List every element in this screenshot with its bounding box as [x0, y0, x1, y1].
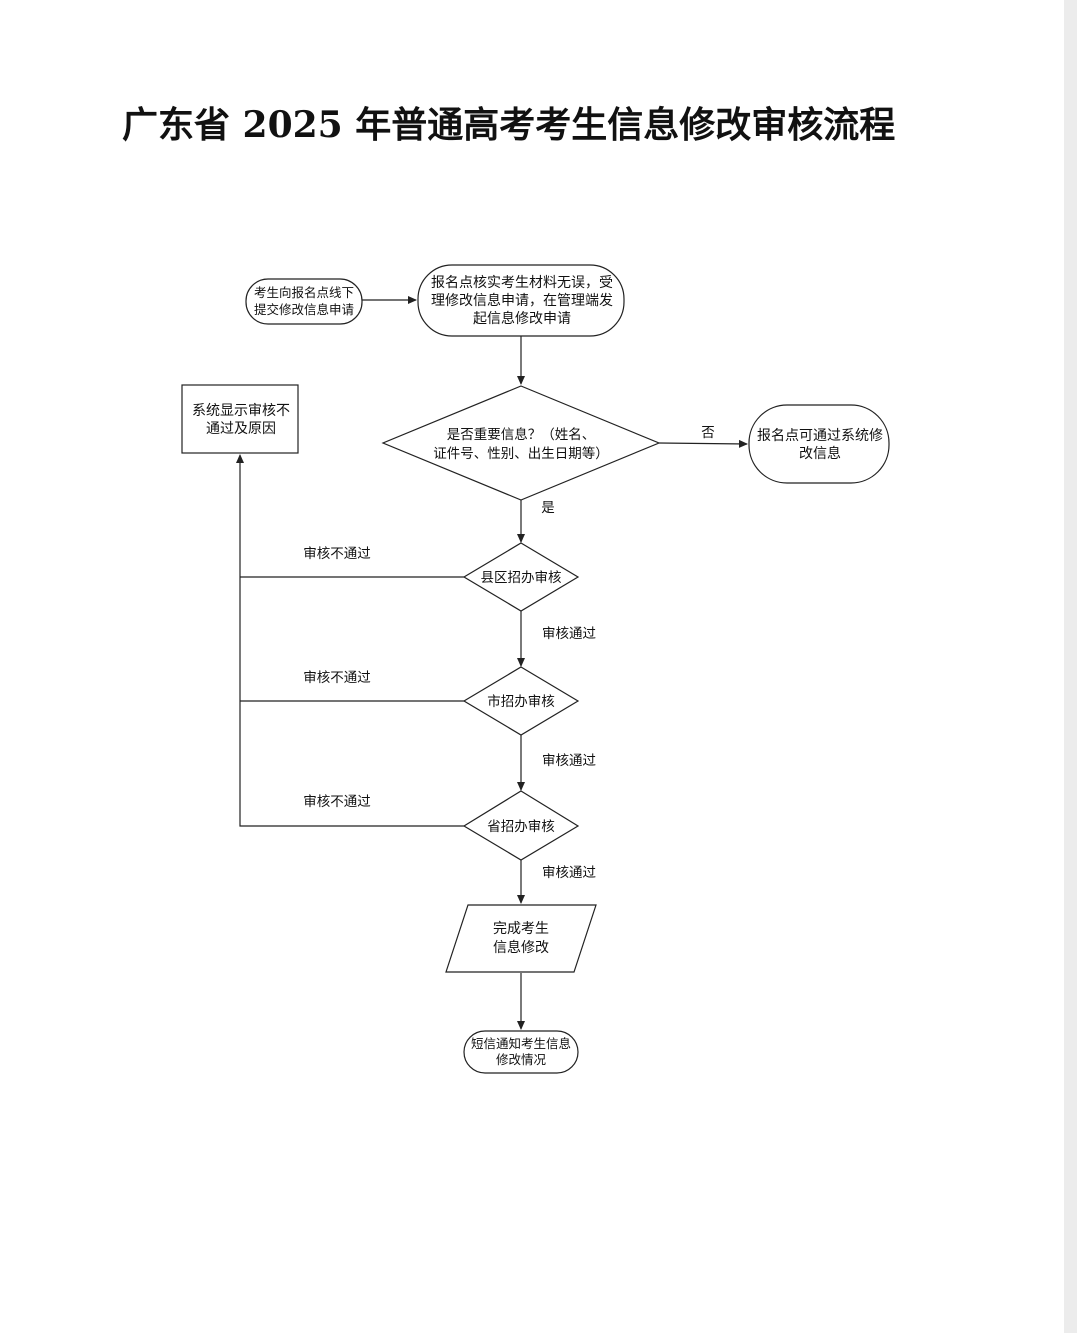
- edge-decision-selfmodify: [658, 439, 748, 448]
- node-self-modify-line1: 报名点可通过系统修: [757, 428, 883, 444]
- node-reject: 系统显示审核不 通过及原因: [181, 384, 299, 454]
- node-county-label: 县区招办审核: [481, 570, 562, 586]
- node-verify-line2: 理修改信息申请，在管理端发: [431, 292, 613, 309]
- label-pass-city: 审核通过: [542, 753, 596, 769]
- node-sms-line1: 短信通知考生信息: [471, 1036, 571, 1051]
- node-decision-line1: 是否重要信息？（姓名、: [447, 426, 596, 443]
- node-province-label: 省招办审核: [487, 819, 555, 835]
- node-submit: 考生向报名点线下 提交修改信息申请: [245, 278, 363, 325]
- edge-labels: 否 是 审核不通过 审核不通过 审核不通过 审核通过 审核通过 审核通过: [303, 425, 715, 881]
- edge-province-fail: [236, 454, 464, 827]
- page-edge: [1064, 0, 1077, 1333]
- label-fail-province: 审核不通过: [303, 794, 371, 810]
- node-city-label: 市招办审核: [487, 693, 555, 710]
- node-city: 市招办审核: [462, 666, 580, 736]
- node-sms: 短信通知考生信息 修改情况: [463, 1030, 579, 1074]
- label-fail-city: 审核不通过: [303, 670, 371, 686]
- label-no: 否: [701, 425, 715, 441]
- connectors: [236, 296, 748, 1030]
- node-complete-line2: 信息修改: [493, 939, 549, 956]
- node-verify-line3: 起信息修改申请: [473, 310, 571, 327]
- node-sms-line2: 修改情况: [496, 1052, 547, 1067]
- node-province: 省招办审核: [462, 790, 580, 861]
- node-decision: 是否重要信息？（姓名、 证件号、性别、出生日期等）: [381, 385, 661, 501]
- node-reject-line2: 通过及原因: [206, 421, 276, 437]
- label-pass-province: 审核通过: [542, 865, 596, 881]
- node-reject-line1: 系统显示审核不: [192, 403, 290, 419]
- node-verify-line1: 报名点核实考生材料无误，受: [431, 275, 613, 291]
- node-submit-line1: 考生向报名点线下: [254, 285, 354, 300]
- node-complete-line1: 完成考生: [493, 921, 549, 937]
- node-submit-line2: 提交修改信息申请: [254, 302, 354, 317]
- node-decision-line2: 证件号、性别、出生日期等）: [433, 445, 609, 462]
- page-title: 广东省 2025 年普通高考考生信息修改审核流程: [122, 104, 896, 146]
- label-yes: 是: [541, 500, 555, 516]
- label-pass-county: 审核通过: [542, 626, 596, 642]
- node-county: 县区招办审核: [462, 542, 580, 612]
- node-complete: 完成考生 信息修改: [445, 904, 597, 973]
- node-self-modify-line2: 改信息: [799, 445, 841, 462]
- node-verify: 报名点核实考生材料无误，受 理修改信息申请，在管理端发 起信息修改申请: [417, 264, 625, 337]
- label-fail-county: 审核不通过: [303, 546, 371, 562]
- node-self-modify: 报名点可通过系统修 改信息: [748, 404, 890, 484]
